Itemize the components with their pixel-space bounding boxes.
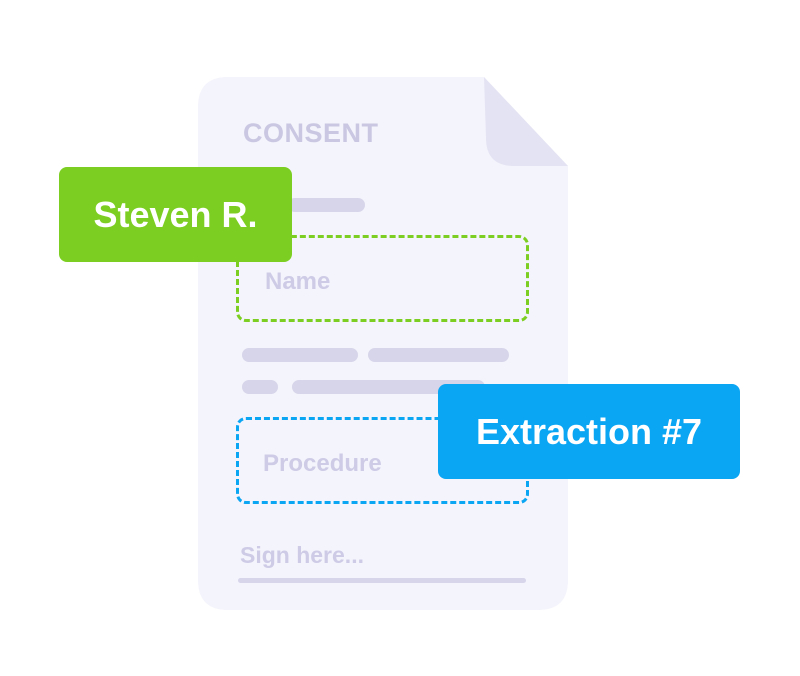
text-line — [288, 198, 365, 212]
text-line — [242, 380, 278, 394]
name-value-tag: Steven R. — [59, 167, 292, 262]
signature-field-label: Sign here... — [240, 542, 364, 568]
name-field-label: Name — [265, 268, 331, 295]
document-fold-icon — [484, 77, 568, 166]
text-line — [368, 348, 509, 362]
extraction-tag: Extraction #7 — [438, 384, 740, 479]
text-line — [242, 348, 358, 362]
text-line — [292, 380, 485, 394]
signature-line — [238, 578, 526, 583]
name-value-text: Steven R. — [93, 193, 258, 235]
name-field-box[interactable] — [236, 235, 529, 322]
extraction-text: Extraction #7 — [475, 410, 703, 452]
procedure-field-label: Procedure — [263, 450, 382, 477]
document-title: CONSENT — [243, 118, 379, 148]
